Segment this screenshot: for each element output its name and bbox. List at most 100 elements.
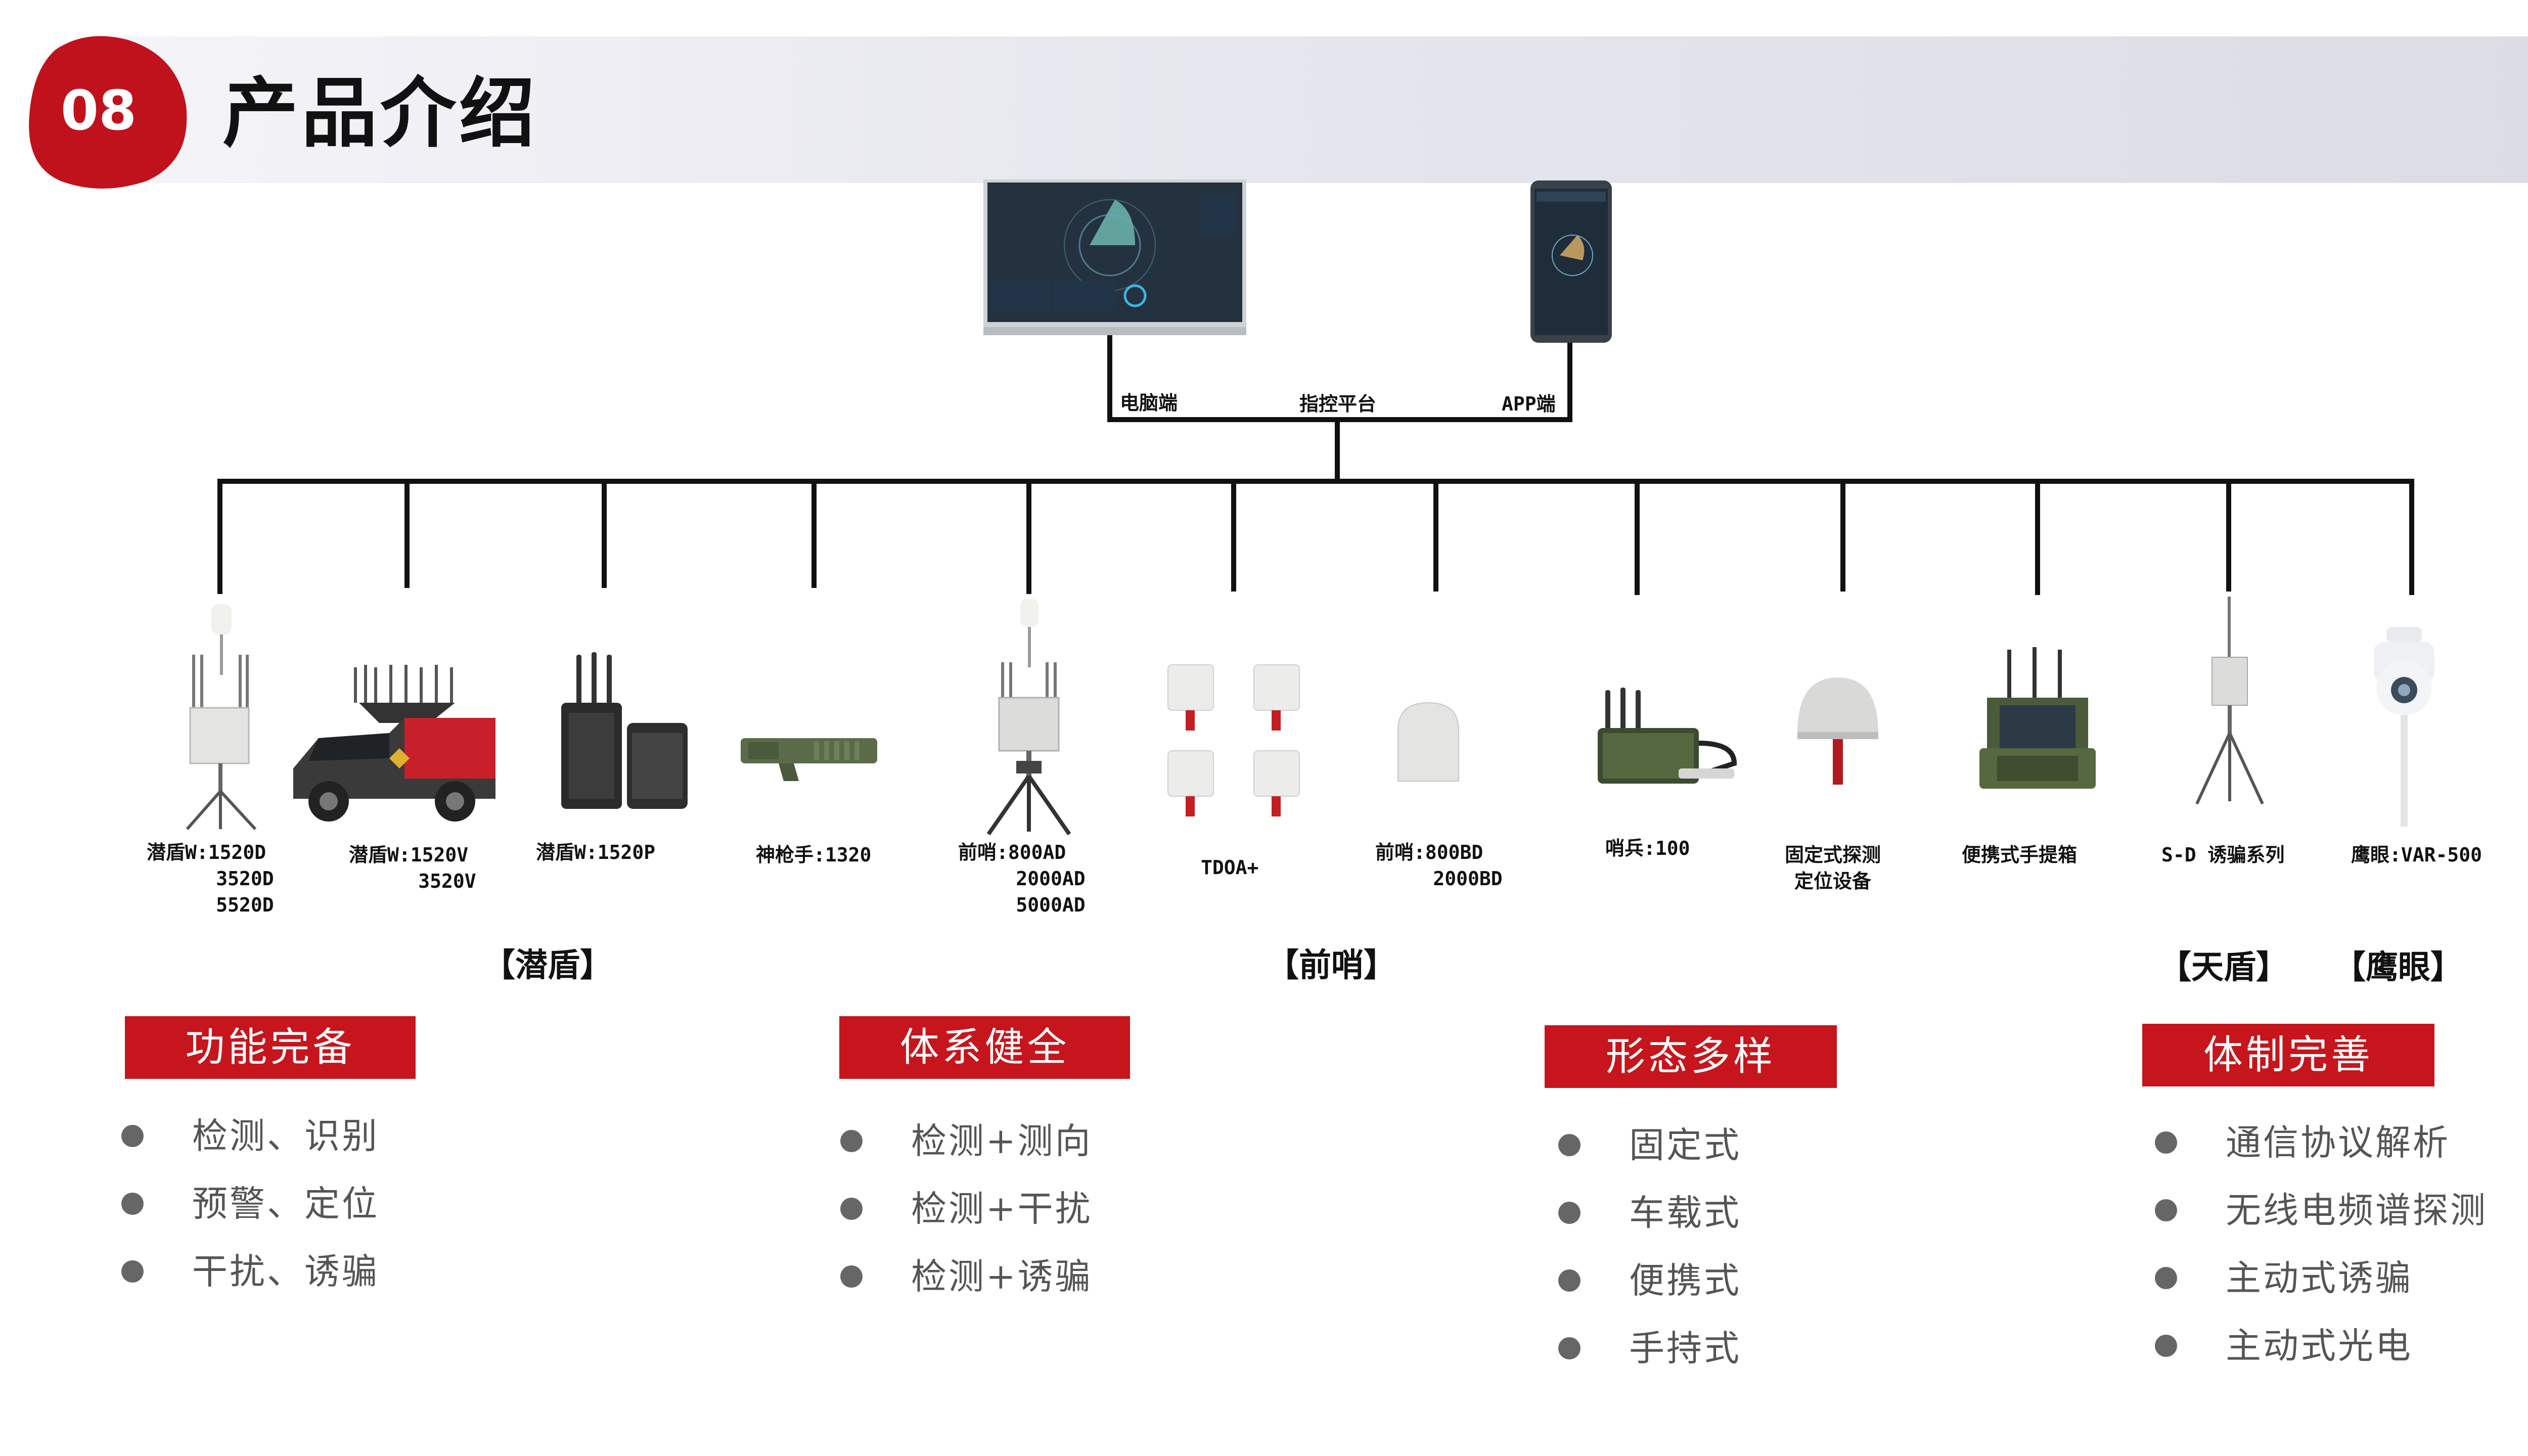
feature-item-text: 通信协议解析 xyxy=(2226,1122,2450,1163)
bullet-dot-icon xyxy=(1558,1202,1581,1224)
feature-list-item: 预警、定位 xyxy=(121,1170,379,1238)
bullet-dot-icon xyxy=(2155,1131,2177,1154)
pc-monitor-icon xyxy=(983,179,1246,335)
bullet-dot-icon xyxy=(840,1265,863,1288)
bullet-dot-icon xyxy=(121,1260,144,1283)
group-heading-qiandun: 【潜盾】 xyxy=(483,947,612,984)
device-label-3: 潜盾W:1520P xyxy=(536,839,655,866)
rugged-case-sentry-icon xyxy=(1598,688,1737,784)
device-label-line: 2000AD xyxy=(958,868,1086,890)
device-label-line: 5520D xyxy=(147,894,274,916)
feature-title-box: 体制完善 xyxy=(2142,1024,2434,1086)
feature-item-text: 主动式光电 xyxy=(2226,1325,2413,1367)
group-heading-qianshao: 【前哨】 xyxy=(1267,947,1396,984)
bullet-dot-icon xyxy=(840,1198,863,1220)
feature-list-item: 便携式 xyxy=(1558,1247,1741,1314)
section-number-badge xyxy=(29,36,187,189)
feature-list-item: 干扰、诱骗 xyxy=(121,1238,379,1305)
feature-title-box: 功能完备 xyxy=(125,1016,416,1079)
bullet-dot-icon xyxy=(121,1193,144,1215)
feature-list-item: 手持式 xyxy=(1558,1314,1741,1382)
bullet-dot-icon xyxy=(2155,1199,2177,1221)
tripod-jammer-icon xyxy=(186,604,257,831)
eagle-eye-camera-icon xyxy=(2374,627,2434,827)
connection-lines xyxy=(217,331,2414,595)
feature-item-text: 检测+干扰 xyxy=(911,1188,1093,1230)
bullet-dot-icon xyxy=(840,1130,863,1152)
device-label-7: 前哨:800BD 2000BD xyxy=(1375,839,1503,892)
feature-item-text: 检测、识别 xyxy=(192,1115,379,1157)
portable-suitcase-icon xyxy=(1979,647,2096,789)
fixed-dome-antenna-icon xyxy=(1797,677,1878,785)
header-band xyxy=(111,36,2528,183)
device-label-line: 潜盾W:1520D xyxy=(147,841,266,863)
tripod-detector-icon xyxy=(986,599,1071,836)
feature-list: 检测+测向检测+干扰检测+诱骗 xyxy=(840,1107,1093,1310)
feature-item-text: 主动式诱骗 xyxy=(2226,1257,2413,1299)
feature-list-item: 车载式 xyxy=(1558,1179,1741,1247)
device-label-1: 潜盾W:1520D 3520D 5520D xyxy=(147,839,274,918)
feature-list-item: 检测、识别 xyxy=(121,1102,379,1170)
device-label-8: 哨兵:100 xyxy=(1605,835,1690,861)
device-label-9: 固定式探测定位设备 xyxy=(1785,842,1881,894)
spoofing-tripod-icon xyxy=(2195,597,2264,805)
pc-terminal-label: 电脑端 xyxy=(1120,392,1178,414)
bullet-dot-icon xyxy=(121,1125,144,1147)
feature-list-item: 检测+干扰 xyxy=(840,1175,1093,1243)
group-heading-tiandun: 【天盾】 xyxy=(2159,949,2288,986)
group-heading-yingyan: 【鹰眼】 xyxy=(2333,949,2463,986)
feature-item-text: 车载式 xyxy=(1629,1192,1741,1234)
feature-list-item: 固定式 xyxy=(1558,1111,1741,1179)
feature-item-text: 便携式 xyxy=(1629,1260,1741,1301)
feature-item-text: 固定式 xyxy=(1629,1124,1741,1166)
bullet-dot-icon xyxy=(1558,1134,1581,1156)
bullet-dot-icon xyxy=(1558,1337,1581,1359)
feature-item-text: 手持式 xyxy=(1629,1328,1741,1369)
device-label-line: 神枪手:1320 xyxy=(756,844,872,866)
device-label-11: S-D 诱骗系列 xyxy=(2161,842,2285,868)
device-label-line: 定位设备 xyxy=(1794,870,1872,892)
device-label-12: 鹰眼:VAR-500 xyxy=(2351,842,2482,868)
feature-item-text: 检测+测向 xyxy=(911,1120,1093,1162)
feature-list-item: 检测+测向 xyxy=(840,1107,1093,1175)
feature-list-item: 无线电频谱探测 xyxy=(2155,1176,2488,1244)
device-label-line: 3520V xyxy=(349,870,476,892)
device-label-line: 前哨:800BD xyxy=(1375,841,1483,863)
feature-list-item: 通信协议解析 xyxy=(2155,1109,2488,1176)
feature-title-box: 形态多样 xyxy=(1545,1025,1837,1088)
feature-item-text: 检测+诱骗 xyxy=(911,1256,1093,1297)
feature-item-text: 无线电频谱探测 xyxy=(2226,1190,2488,1231)
device-label-line: TDOA+ xyxy=(1201,856,1259,879)
device-label-line: 前哨:800AD xyxy=(958,841,1066,863)
handheld-gun-jammer-icon xyxy=(741,738,877,781)
feature-list-item: 检测+诱骗 xyxy=(840,1243,1093,1310)
mobile-app-icon xyxy=(1530,180,1612,343)
feature-list: 检测、识别预警、定位干扰、诱骗 xyxy=(121,1102,379,1305)
device-label-10: 便携式手提箱 xyxy=(1962,842,2077,868)
device-label-line: 潜盾W:1520V xyxy=(349,844,469,866)
device-label-line: 固定式探测 xyxy=(1785,844,1881,866)
device-label-line: 2000BD xyxy=(1375,868,1503,890)
portable-backpack-jammer-icon xyxy=(561,652,688,809)
device-label-line: 鹰眼:VAR-500 xyxy=(2351,844,2482,866)
device-label-4: 神枪手:1320 xyxy=(756,842,871,868)
device-label-line: 潜盾W:1520P xyxy=(536,841,656,863)
tdoa-sensor-array-icon xyxy=(1167,664,1300,816)
device-label-line: 便携式手提箱 xyxy=(1962,844,2078,866)
feature-list-item: 主动式诱骗 xyxy=(2155,1244,2488,1312)
bullet-dot-icon xyxy=(2155,1335,2177,1357)
command-platform-label: 指控平台 xyxy=(1299,393,1377,415)
bullet-dot-icon xyxy=(1558,1269,1581,1292)
feature-item-text: 预警、定位 xyxy=(192,1183,379,1224)
dome-detector-icon xyxy=(1397,702,1459,782)
feature-item-text: 干扰、诱骗 xyxy=(192,1251,379,1292)
bullet-dot-icon xyxy=(2155,1267,2177,1289)
feature-title-box: 体系健全 xyxy=(839,1016,1130,1079)
device-label-line: 3520D xyxy=(147,868,274,890)
vehicle-jammer-icon xyxy=(293,665,495,822)
feature-list: 固定式车载式便携式手持式 xyxy=(1558,1111,1741,1382)
device-label-line: 哨兵:100 xyxy=(1605,837,1690,859)
feature-list-item: 主动式光电 xyxy=(2155,1312,2488,1380)
device-label-line: S-D 诱骗系列 xyxy=(2161,844,2285,866)
app-terminal-label: APP端 xyxy=(1502,393,1556,415)
